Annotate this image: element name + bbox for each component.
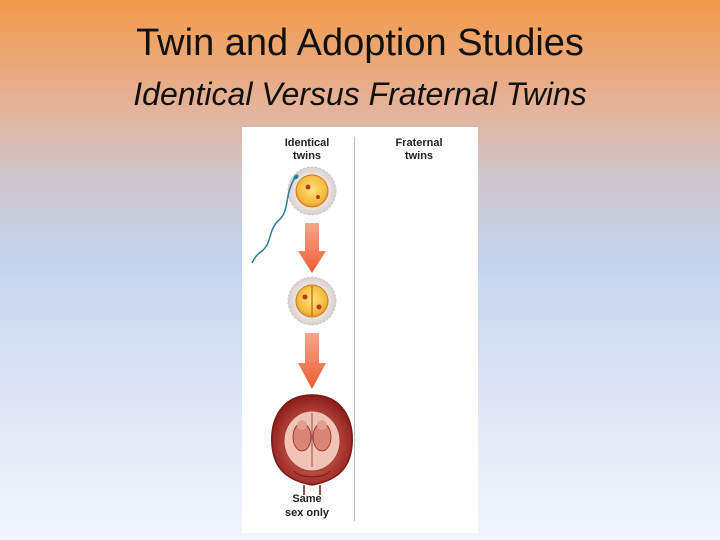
slide-title: Twin and Adoption Studies — [136, 22, 584, 64]
uterus-with-twins — [271, 394, 353, 495]
down-arrow-icon — [298, 223, 326, 273]
twin-diagram-panel: Identical twins Fraternal twins — [242, 127, 478, 533]
identical-twins-illustration — [251, 166, 353, 495]
sperm — [251, 178, 295, 264]
fertilized-egg — [287, 166, 337, 216]
fraternal-twins-heading: Fraternal twins — [395, 137, 443, 162]
identical-twins-heading: Identical twins — [284, 137, 330, 162]
column-divider — [354, 137, 355, 521]
dividing-egg — [287, 276, 337, 326]
same-sex-only-label: Same sex only — [284, 493, 330, 519]
slide-subtitle: Identical Versus Fraternal Twins — [133, 76, 587, 112]
down-arrow-icon — [298, 333, 326, 389]
